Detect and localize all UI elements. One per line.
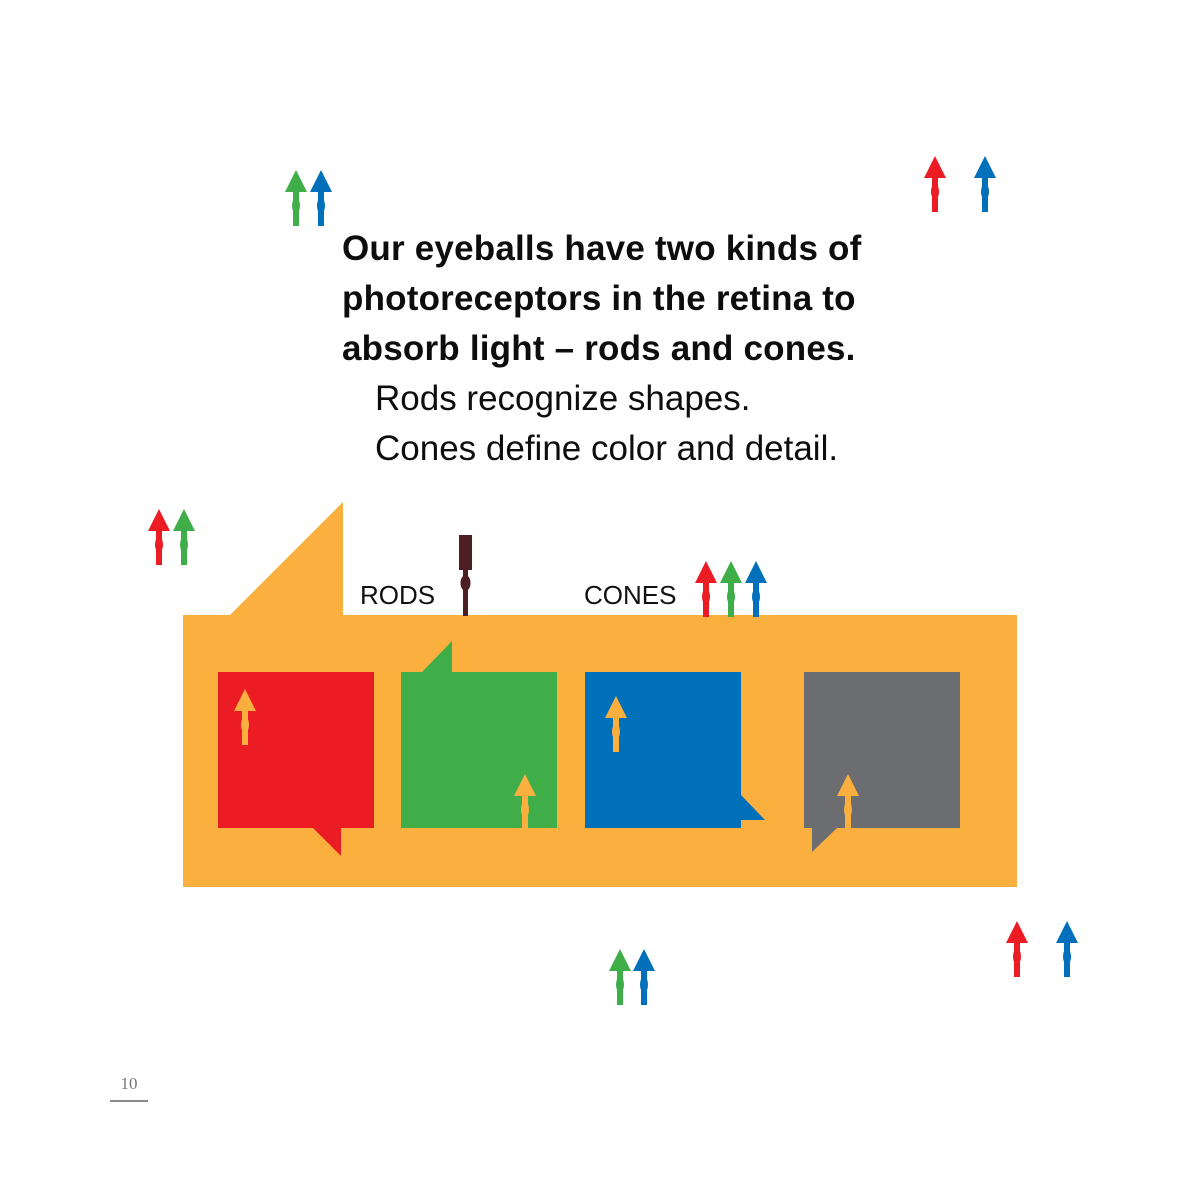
rod-icon <box>459 535 472 616</box>
cones-label: CONES <box>584 580 677 610</box>
cone-icon-group-bottom-right <box>1006 921 1078 977</box>
cone-icon-group-bottom <box>609 949 655 1005</box>
cone-icon-group-top-right <box>924 156 996 212</box>
cone-icon-group-left <box>148 509 195 565</box>
cone-icon-group-top-left <box>285 170 332 226</box>
blue-speech-square <box>585 672 765 828</box>
page-number: 10 <box>110 1074 148 1102</box>
green-speech-square <box>401 641 557 828</box>
cones-description: Cones define color and detail. <box>375 429 839 468</box>
headline: Our eyeballs have two kinds of photorece… <box>342 229 862 368</box>
red-speech-square <box>218 672 374 856</box>
gray-speech-square <box>804 672 960 852</box>
rods-label: RODS <box>360 580 436 610</box>
rods-description: Rods recognize shapes. <box>375 379 751 418</box>
cone-icon-group-label <box>695 561 767 617</box>
